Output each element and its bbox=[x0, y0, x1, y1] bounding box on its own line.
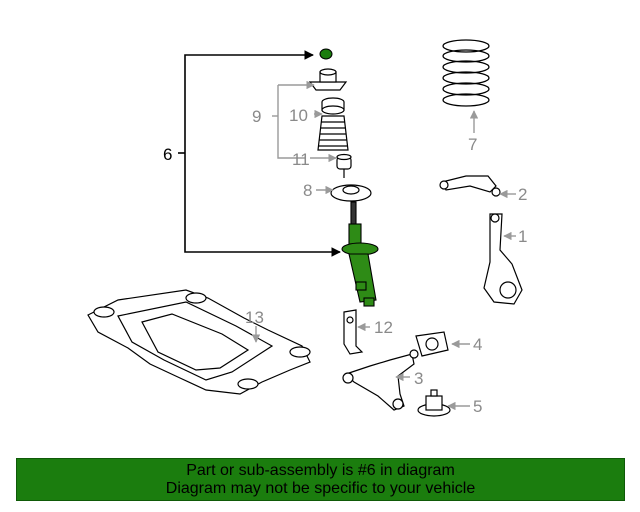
bumper-part bbox=[336, 153, 352, 178]
callout-10[interactable]: 10 bbox=[289, 106, 308, 125]
boot-part bbox=[317, 115, 349, 151]
callout-6[interactable]: 6 bbox=[163, 145, 172, 164]
callout-11[interactable]: 11 bbox=[292, 150, 310, 169]
callout-3[interactable]: 3 bbox=[414, 369, 423, 388]
callout-9[interactable]: 9 bbox=[252, 107, 261, 126]
bracket-part bbox=[343, 309, 364, 355]
bracket-6 bbox=[178, 50, 341, 257]
upper-arm-part bbox=[439, 175, 501, 197]
callout-8[interactable]: 8 bbox=[303, 181, 312, 200]
callout-2[interactable]: 2 bbox=[518, 185, 527, 204]
coil-spring-part bbox=[442, 39, 490, 107]
footer-line-2: Diagram may not be specific to your vehi… bbox=[165, 479, 476, 497]
parts-diagram: 6 bbox=[87, 39, 527, 417]
subframe-part bbox=[87, 289, 311, 395]
top-nut-part bbox=[319, 48, 333, 60]
lower-arm-part bbox=[342, 349, 419, 411]
strut-mount-part bbox=[308, 68, 348, 91]
bushing-part bbox=[415, 331, 449, 357]
spring-seat-part bbox=[330, 184, 372, 202]
callout-12[interactable]: 12 bbox=[374, 318, 393, 337]
callout-4[interactable]: 4 bbox=[473, 335, 482, 354]
bump-stop-part bbox=[321, 97, 345, 115]
callout-1[interactable]: 1 bbox=[518, 227, 527, 246]
callout-13[interactable]: 13 bbox=[245, 308, 264, 327]
footer-banner: Part or sub-assembly is #6 in diagram Di… bbox=[16, 458, 625, 501]
callout-5[interactable]: 5 bbox=[473, 397, 482, 416]
strut-assembly-part bbox=[341, 201, 379, 307]
callout-7[interactable]: 7 bbox=[468, 135, 477, 154]
footer-line-1: Part or sub-assembly is #6 in diagram bbox=[186, 461, 455, 479]
mount-part bbox=[417, 389, 451, 417]
leader-lines bbox=[251, 80, 516, 411]
knuckle-part bbox=[483, 213, 523, 305]
